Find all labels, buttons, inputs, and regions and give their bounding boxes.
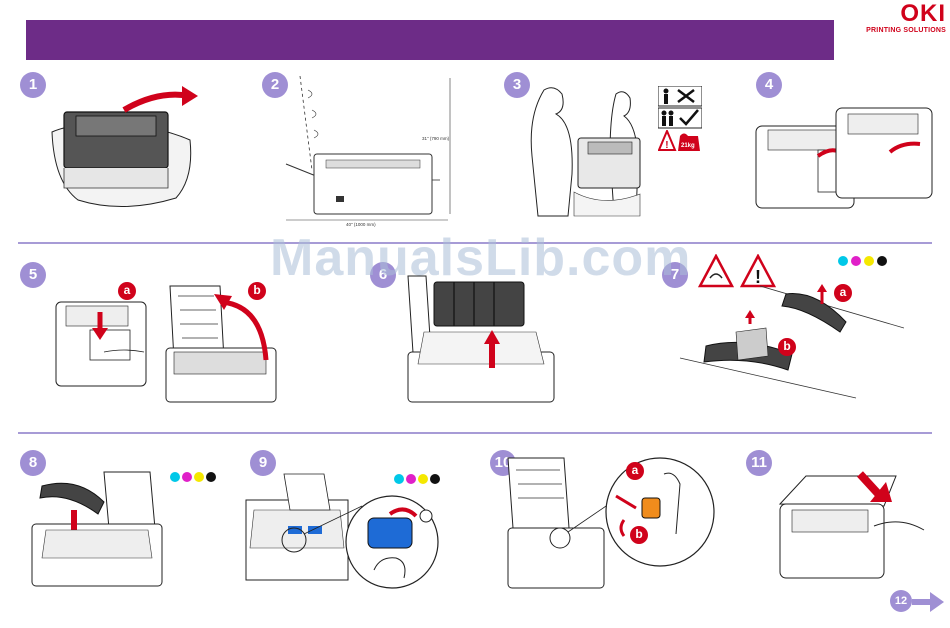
step-8-color-dot-cyan: [170, 472, 180, 482]
step-6-remove-drums-illustration: [404, 272, 556, 404]
step-11-badge: 11: [746, 450, 772, 476]
step-5-sub-b-badge: b: [248, 282, 266, 300]
row-divider-2: [18, 432, 932, 434]
svg-text:!: !: [665, 140, 668, 151]
step-11-close-cover-illustration: [776, 466, 926, 582]
height-label: 31" (790 mm): [422, 136, 450, 141]
step-9-color-dot-cyan: [394, 474, 404, 484]
width-label: 40" (1000 mm): [346, 222, 376, 227]
color-dot-cyan: [838, 256, 848, 266]
color-dot-magenta: [851, 256, 861, 266]
step-5-badge: 5: [20, 262, 46, 288]
header-banner: [26, 20, 834, 60]
oki-logo: OKI PRINTING SOLUTIONS: [846, 2, 950, 42]
weight-label: 21kg: [681, 143, 695, 149]
step-3-weight-warning: ! 21kg: [658, 130, 702, 152]
step-4-tape-illustration: [754, 104, 934, 216]
step-3-lift-illustration: [524, 82, 650, 218]
step-10-sub-a-badge: a: [626, 462, 644, 480]
step-7-sub-a-badge: a: [834, 284, 852, 302]
step-8-color-dot-magenta: [182, 472, 192, 482]
color-dot-yellow: [864, 256, 874, 266]
step-12-badge: 12: [890, 590, 912, 612]
step-9-lock-toner-illustration: [244, 470, 440, 598]
step-2-clearance-illustration: 31" (790 mm) 40" (1000 mm): [282, 70, 482, 228]
step-1-badge: 1: [20, 72, 46, 98]
step-4-badge: 4: [756, 72, 782, 98]
step-9-color-dot-magenta: [406, 474, 416, 484]
manualslib-watermark: ManualsLib.com: [270, 228, 691, 288]
step-1-unbox-illustration: [48, 82, 198, 210]
step-9-color-dot-yellow: [418, 474, 428, 484]
step-7-sub-b-badge: b: [778, 338, 796, 356]
step-8-insert-drum-illustration: [30, 470, 164, 588]
step-5-sub-a-badge: a: [118, 282, 136, 300]
color-dot-black: [877, 256, 887, 266]
logo-brand: OKI: [846, 2, 946, 26]
step-10-fuser-lever-illustration: [504, 454, 716, 590]
step-5a-press-button-illustration: [54, 294, 150, 390]
step-8-color-dot-black: [206, 472, 216, 482]
step-9-color-dot-black: [430, 474, 440, 484]
logo-tagline: PRINTING SOLUTIONS: [846, 26, 946, 35]
step-10-sub-b-badge: b: [630, 526, 648, 544]
next-page-arrow-icon[interactable]: [912, 592, 944, 612]
step-8-color-dot-yellow: [194, 472, 204, 482]
